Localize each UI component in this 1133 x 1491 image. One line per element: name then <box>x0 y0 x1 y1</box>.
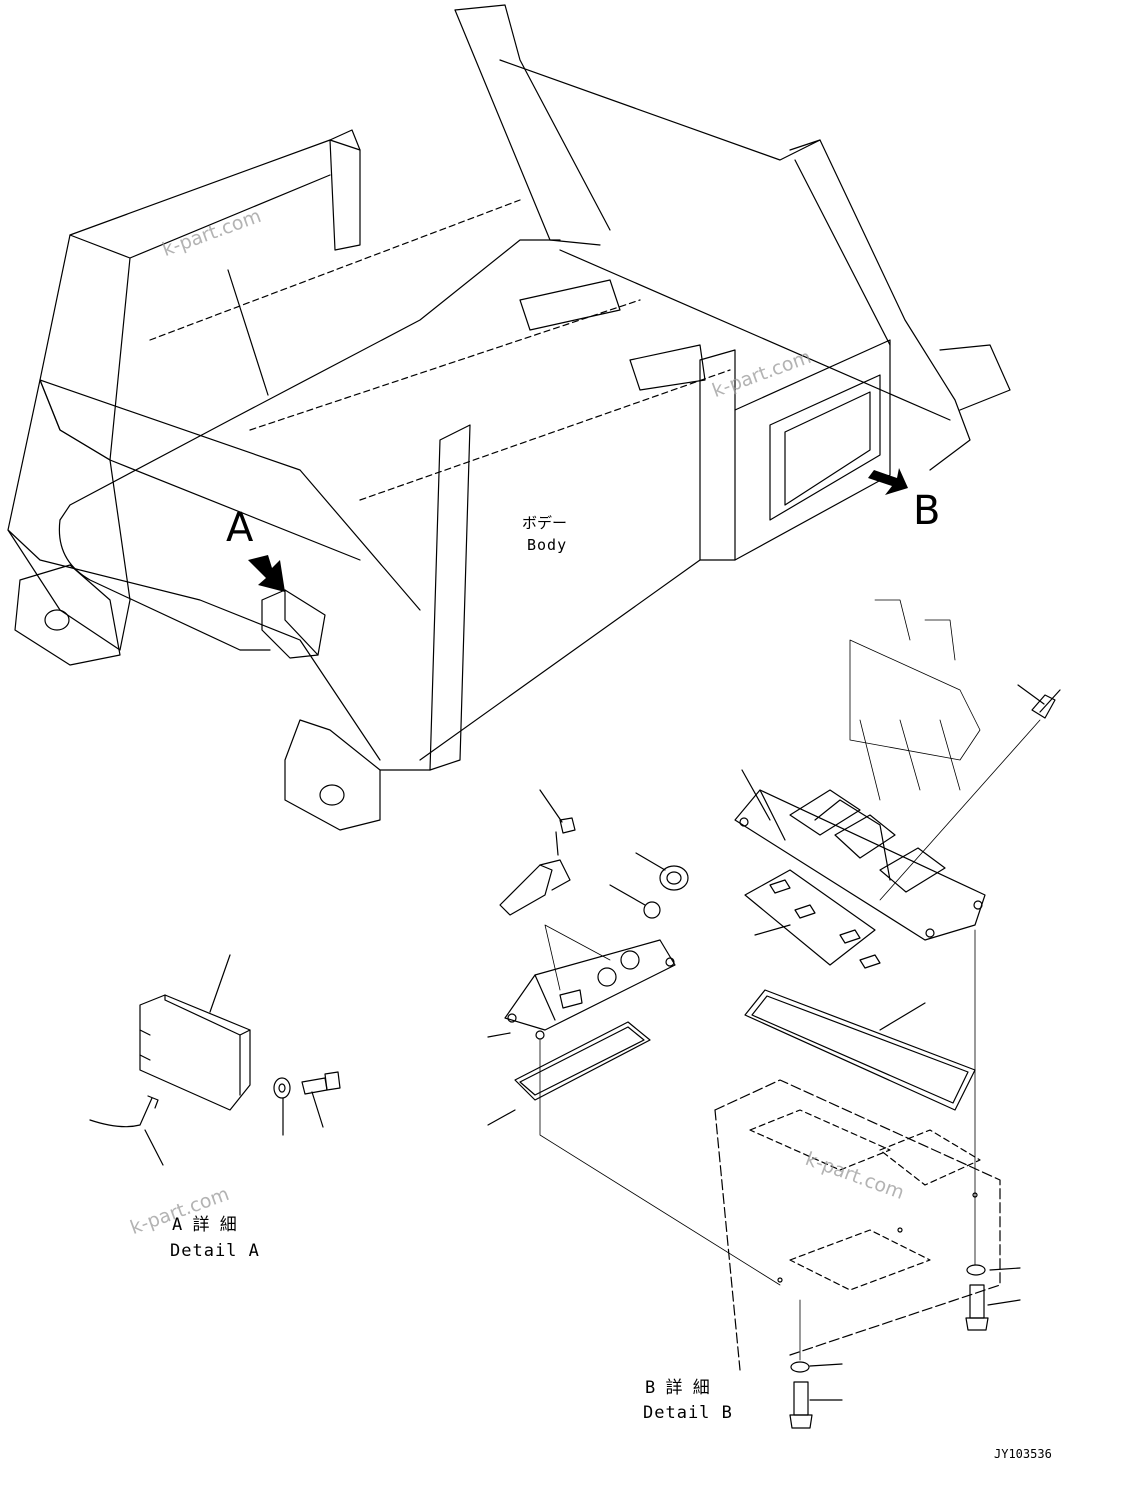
detail-b-label-en: Detail B <box>643 1403 733 1423</box>
view-b-label: B <box>913 488 941 534</box>
body-label-jp: ボデー <box>522 514 568 532</box>
arrow-icon <box>248 555 285 592</box>
body-frame <box>7 4 1011 831</box>
detail-a-label-en: Detail A <box>170 1241 260 1261</box>
drawing-number: JY103536 <box>994 1447 1052 1461</box>
detail-a-assembly <box>89 954 341 1166</box>
detail-b-floor-panel <box>714 1079 1021 1429</box>
detail-b-large-plate <box>734 599 1061 1266</box>
detail-a-label-jp: A 詳 細 <box>172 1215 237 1235</box>
body-label-en: Body <box>527 536 568 554</box>
view-a-label: A <box>226 505 254 551</box>
detail-b-label-jp: B 詳 細 <box>645 1378 710 1398</box>
detail-b-small-plate <box>487 789 781 1286</box>
leader-line <box>227 269 269 396</box>
arrow-icon <box>868 468 908 495</box>
